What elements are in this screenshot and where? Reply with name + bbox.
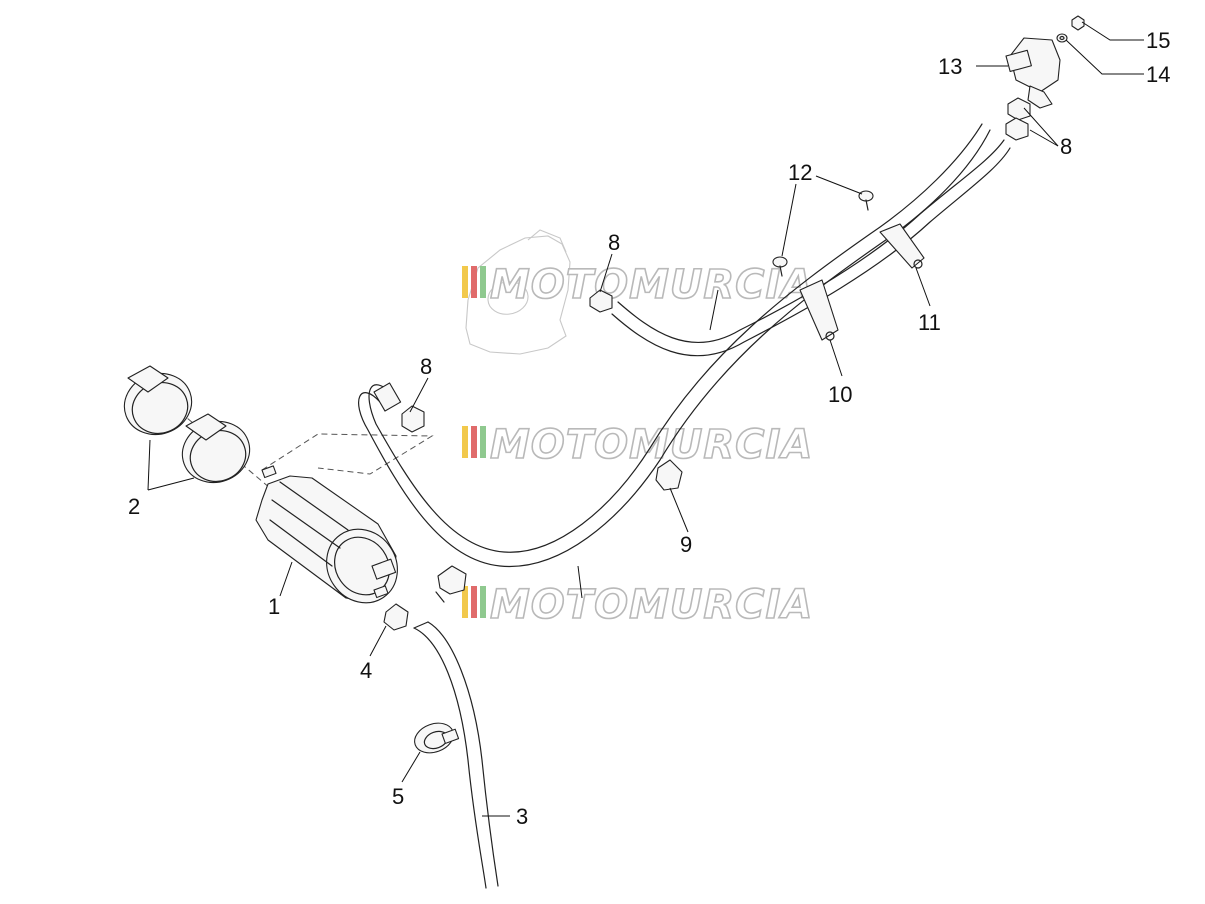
clip-9 bbox=[655, 459, 683, 491]
callout-11: 11 bbox=[918, 310, 941, 335]
callout-8-top: 8 bbox=[608, 230, 620, 255]
callout-14: 14 bbox=[1146, 62, 1170, 87]
hose-holder-11 bbox=[879, 223, 925, 269]
nut-15 bbox=[1071, 15, 1085, 31]
watermark-top: MOTOMURCIA bbox=[462, 261, 813, 309]
callout-8-right: 8 bbox=[1060, 134, 1072, 159]
fitting-8-left bbox=[401, 405, 425, 433]
fitting-8-right bbox=[1005, 97, 1031, 141]
leader-lines bbox=[147, 21, 1144, 817]
callout-3: 3 bbox=[516, 804, 528, 829]
screw-12-left bbox=[772, 256, 788, 277]
hose-clamp-5 bbox=[414, 722, 460, 754]
svg-text:MOTOMURCIA: MOTOMURCIA bbox=[490, 262, 813, 308]
ghost-intake-part bbox=[465, 229, 571, 355]
callout-2: 2 bbox=[128, 494, 140, 519]
callout-1: 1 bbox=[268, 594, 280, 619]
hose-lower bbox=[413, 621, 499, 889]
clamp-band-lower bbox=[181, 413, 251, 484]
callout-13: 13 bbox=[938, 54, 962, 79]
svg-text:MOTOMURCIA: MOTOMURCIA bbox=[490, 582, 813, 628]
fitting-8-top bbox=[589, 289, 613, 313]
hose-main bbox=[358, 123, 991, 568]
callout-15: 15 bbox=[1146, 28, 1170, 53]
solenoid-valve-13 bbox=[1005, 37, 1061, 109]
callout-10: 10 bbox=[828, 382, 852, 407]
callout-5: 5 bbox=[392, 784, 404, 809]
screw-12-right bbox=[858, 190, 874, 211]
callout-4: 4 bbox=[360, 658, 372, 683]
callout-12: 12 bbox=[788, 160, 812, 185]
watermark-middle: MOTOMURCIA bbox=[462, 421, 813, 469]
charcoal-canister bbox=[255, 465, 398, 604]
hose-holder-10 bbox=[799, 279, 839, 341]
callout-9: 9 bbox=[680, 532, 692, 557]
watermark-bottom: MOTOMURCIA bbox=[462, 581, 813, 629]
callout-8-left: 8 bbox=[420, 354, 432, 379]
elbow-fitting bbox=[435, 565, 467, 603]
clamp-band-upper bbox=[123, 365, 193, 436]
washer-14 bbox=[1056, 33, 1068, 43]
assembly-dash-lines bbox=[179, 411, 434, 489]
fitting-4 bbox=[383, 603, 409, 631]
